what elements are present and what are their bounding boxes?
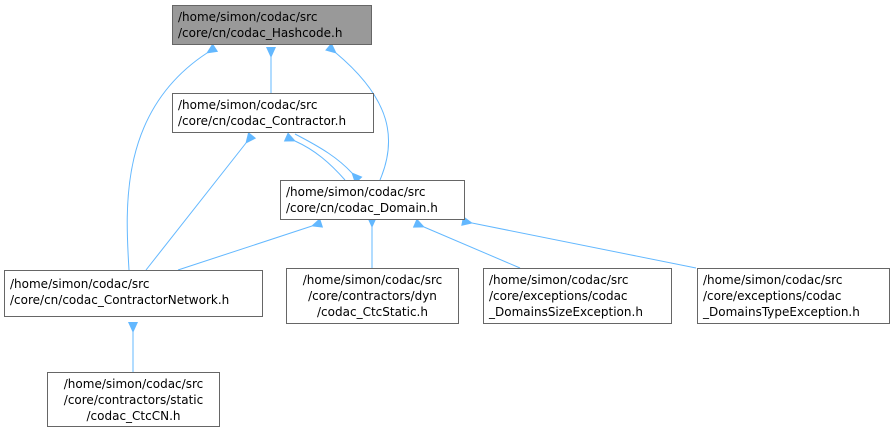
node-line: /core/exceptions/codac [489,289,628,303]
node-line: /codac_CtcCN.h [86,409,181,423]
node-codac-contractornetwork[interactable]: /home/simon/codac/src /core/cn/codac_Con… [4,270,263,317]
edge-network-domain [177,218,324,271]
node-line: /core/cn/codac_ContractorNetwork.h [10,293,230,307]
node-line: /home/simon/codac/src [63,377,204,391]
edge-domain-hashcode [325,42,390,181]
edge-sizeexc-domain [412,218,521,269]
node-line: /home/simon/codac/src [178,98,318,112]
node-codac-domainstypeexception[interactable]: /home/simon/codac/src /core/exceptions/c… [697,268,890,324]
node-codac-ctccn[interactable]: /home/simon/codac/src /core/contractors/… [47,372,220,427]
node-codac-domain[interactable]: /home/simon/codac/src /core/cn/codac_Dom… [280,180,465,220]
edge-typeexc-domain [461,216,697,269]
node-line: /codac_CtcStatic.h [317,305,428,319]
node-codac-ctcstatic[interactable]: /home/simon/codac/src /core/contractors/… [286,268,459,324]
node-line: _DomainsSizeException.h [489,305,643,319]
node-line: /core/cn/codac_Hashcode.h [178,26,343,40]
edge-network-hashcode [126,43,219,271]
node-line: /home/simon/codac/src [286,185,426,199]
node-line: /core/contractors/dyn [308,289,437,303]
node-line: _DomainsTypeException.h [703,305,860,319]
node-line: /home/simon/codac/src [703,273,843,287]
edge-domain-contractor [283,132,346,181]
edge-contractor-domain [294,133,363,184]
node-line: /core/cn/codac_Contractor.h [178,114,347,128]
node-line: /home/simon/codac/src [489,273,629,287]
node-line: /core/cn/codac_Domain.h [286,201,438,215]
node-line: /core/exceptions/codac [703,289,842,303]
node-codac-domainssizeexception[interactable]: /home/simon/codac/src /core/exceptions/c… [483,268,672,324]
edge-network-contractor [145,132,257,271]
node-line: /home/simon/codac/src [178,10,318,24]
node-codac-contractor[interactable]: /home/simon/codac/src /core/cn/codac_Con… [172,93,374,133]
node-line: /core/contractors/static [63,393,204,407]
node-line: /home/simon/codac/src [302,273,443,287]
node-line: /home/simon/codac/src [10,277,150,291]
node-codac-hashcode[interactable]: /home/simon/codac/src /core/cn/codac_Has… [172,5,372,45]
